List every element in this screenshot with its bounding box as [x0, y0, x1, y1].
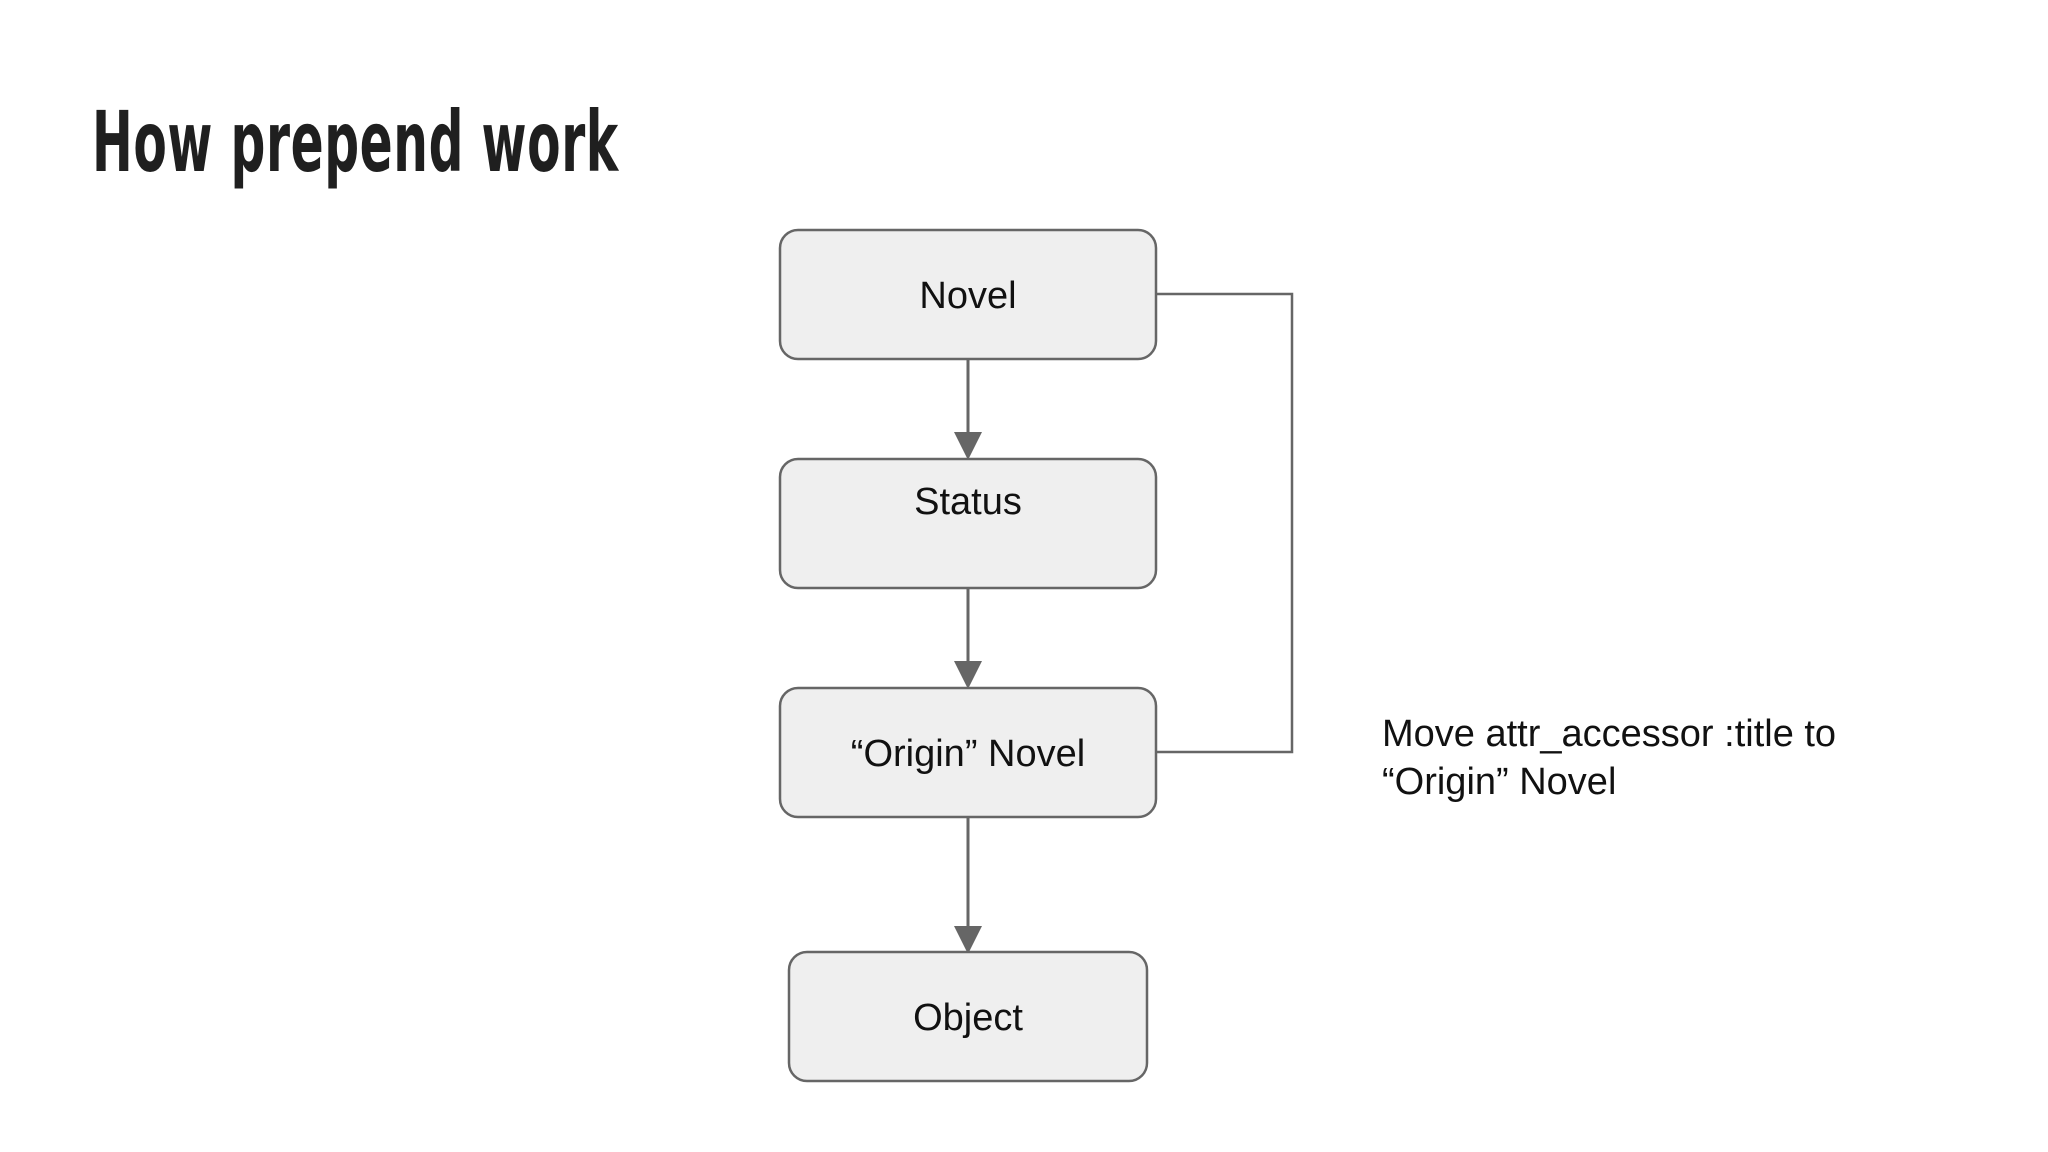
slide-title: How prepend work	[92, 93, 619, 191]
node-object-box	[787, 950, 1149, 1083]
node-novel: Novel	[778, 228, 1158, 361]
node-origin-novel-box	[778, 686, 1158, 819]
node-novel-label: Novel	[919, 275, 1016, 317]
annotation-line-1: Move attr_accessor :title to	[1382, 713, 1837, 755]
node-status-box	[778, 457, 1158, 590]
node-status-label: Status	[914, 481, 1022, 523]
node-origin-novel: “Origin” Novel	[778, 686, 1158, 819]
annotation-line-2: “Origin” Novel	[1382, 761, 1617, 803]
node-status: Status	[778, 457, 1158, 590]
node-origin-novel-label: “Origin” Novel	[851, 733, 1085, 775]
bracket-connector	[1156, 292, 1294, 754]
annotation-text: Move attr_accessor :title to “Origin” No…	[1382, 710, 1942, 806]
node-novel-box	[778, 228, 1158, 361]
node-object: Object	[787, 950, 1149, 1083]
node-object-label: Object	[913, 997, 1023, 1039]
